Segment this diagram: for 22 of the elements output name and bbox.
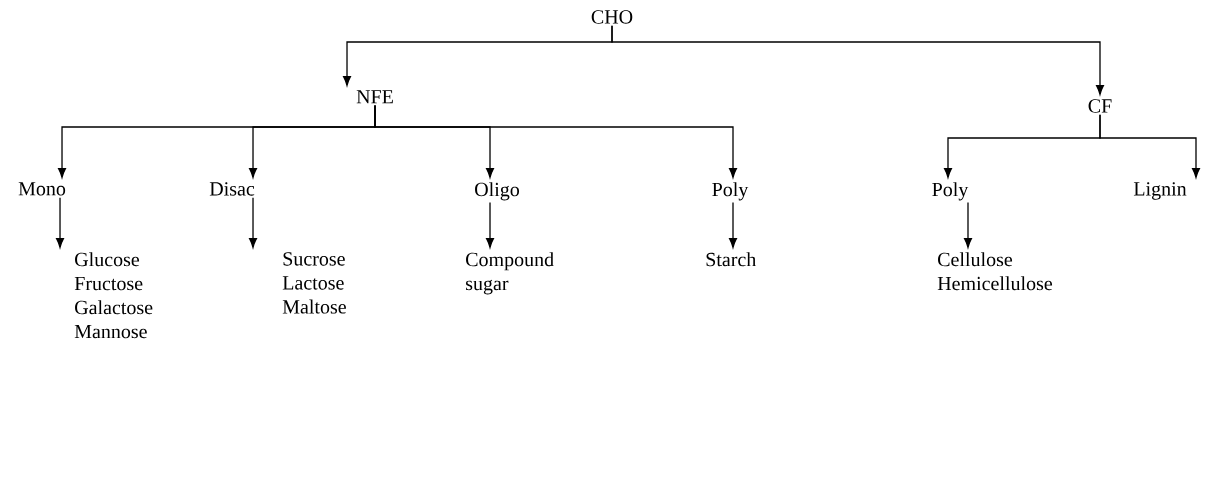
example-list: Glucose Fructose Galactose Mannose [74,252,153,339]
category-label: CHO [591,10,633,24]
arrow [964,201,972,248]
arrow [249,197,258,248]
example-list: Cellulose Hemicellulose [937,252,1053,291]
category-label: CF [1088,99,1112,113]
category-label: NFE [356,90,393,104]
arrow [611,25,1104,95]
category-label: Lignin [1133,182,1187,200]
category-label: Disac [209,182,255,196]
arrow [486,201,495,248]
arrow [374,104,737,178]
example-list: Sucrose Lactose Maltose [282,252,346,314]
arrow [56,197,65,248]
category-label: Starch [706,252,757,267]
category-label: Mono [18,182,66,196]
category-label: Poly [932,182,969,201]
category-label: Oligo [475,182,520,201]
example-list: Compound sugar [466,252,554,295]
category-label: Poly [712,182,749,201]
arrow [729,201,737,248]
arrow [1099,114,1200,178]
